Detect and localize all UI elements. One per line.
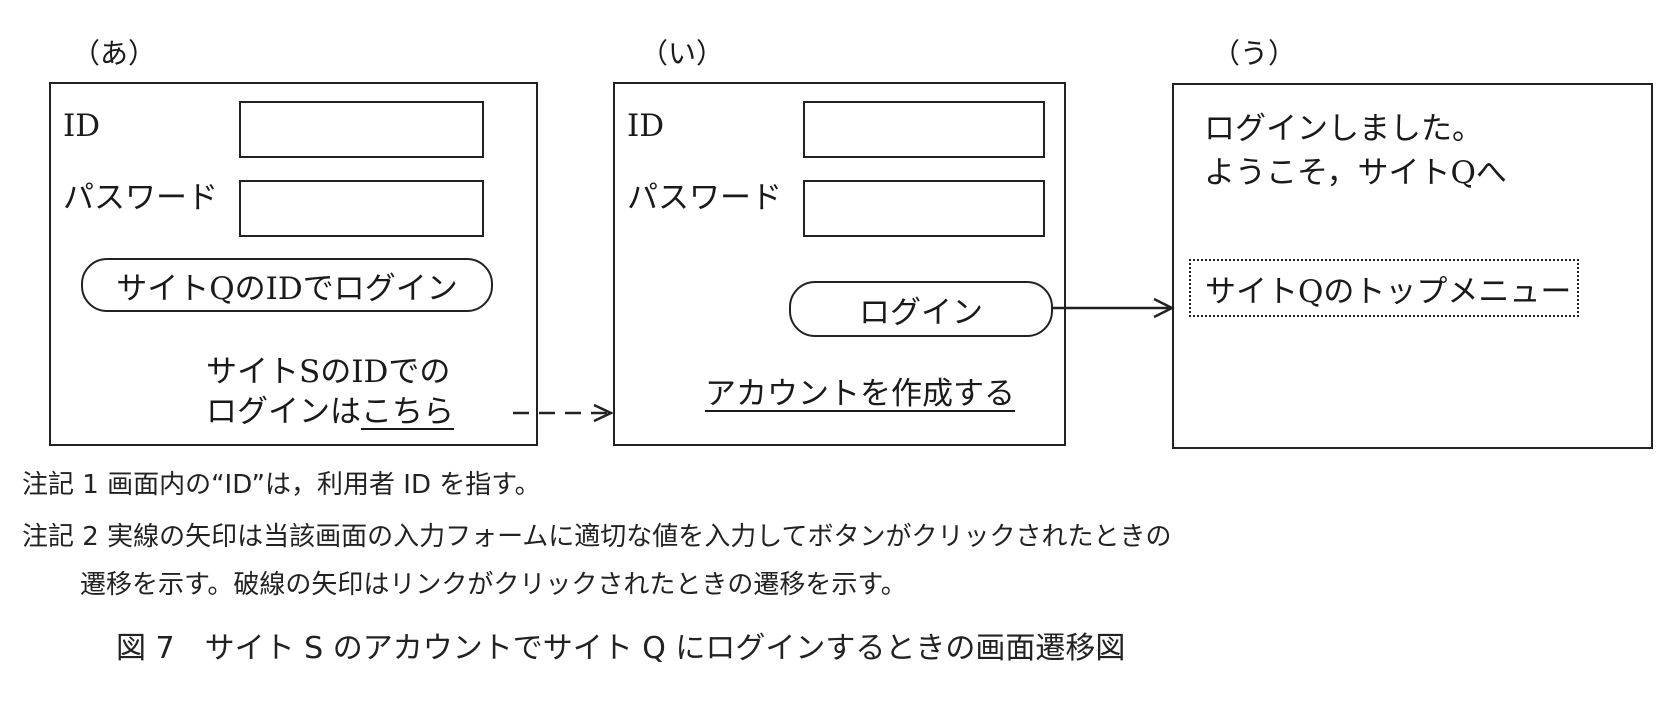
site-s-login-text-2: ログインはこちら	[206, 392, 454, 432]
id-label: ID	[63, 108, 101, 144]
id-input[interactable]	[239, 101, 484, 158]
screen-a: ID パスワード サイトQのIDでログイン サイトSのIDでの ログインはこちら	[49, 82, 538, 446]
screen-b: ID パスワード ログイン アカウントを作成する	[613, 82, 1066, 446]
note-2-text: 実線の矢印は当該画面の入力フォームに適切な値を入力してボタンがクリックされたとき…	[107, 522, 1172, 552]
note-2-continuation: 遷移を示す。破線の矢印はリンクがクリックされたときの遷移を示す。	[80, 570, 907, 600]
note-1: 注記 1 画面内の“ID”は，利用者 ID を指す。	[22, 472, 541, 498]
dashed-arrowhead	[593, 403, 614, 423]
welcome-message: ようこそ，サイトQへ	[1204, 155, 1507, 191]
top-menu-area[interactable]: サイトQのトップメニュー	[1189, 259, 1579, 317]
password-input[interactable]	[803, 180, 1045, 237]
site-s-login-link[interactable]: こちら	[361, 394, 454, 430]
password-label: パスワード	[627, 180, 782, 216]
note-2: 注記 2 実線の矢印は当該画面の入力フォームに適切な値を入力してボタンがクリック…	[22, 524, 1172, 550]
note-1-prefix: 注記 1	[22, 470, 99, 500]
id-input[interactable]	[803, 101, 1045, 158]
note-2-prefix: 注記 2	[22, 522, 99, 552]
figure-caption: 図 7 サイト S のアカウントでサイト Q にログインするときの画面遷移図	[116, 631, 1126, 666]
create-account-link[interactable]: アカウントを作成する	[705, 376, 1015, 412]
password-input[interactable]	[239, 180, 484, 237]
password-label: パスワード	[63, 180, 218, 216]
solid-arrow-b-to-c	[1051, 297, 1175, 319]
site-s-login-prefix: ログインは	[206, 394, 361, 430]
solid-arrowhead	[1153, 297, 1175, 319]
site-s-login-text: サイトSのIDでの	[206, 354, 451, 390]
site-q-login-button[interactable]: サイトQのIDでログイン	[81, 258, 493, 312]
screen-a-label: （あ）	[72, 37, 157, 70]
id-label: ID	[627, 108, 665, 144]
screen-c: ログインしました。 ようこそ，サイトQへ サイトQのトップメニュー	[1172, 83, 1653, 449]
note-1-text: 画面内の“ID”は，利用者 ID を指す。	[107, 470, 541, 500]
login-success-message: ログインしました。	[1204, 111, 1483, 147]
screen-c-label: （う）	[1212, 37, 1297, 70]
login-button[interactable]: ログイン	[789, 281, 1053, 337]
screen-b-label: （い）	[640, 37, 725, 70]
